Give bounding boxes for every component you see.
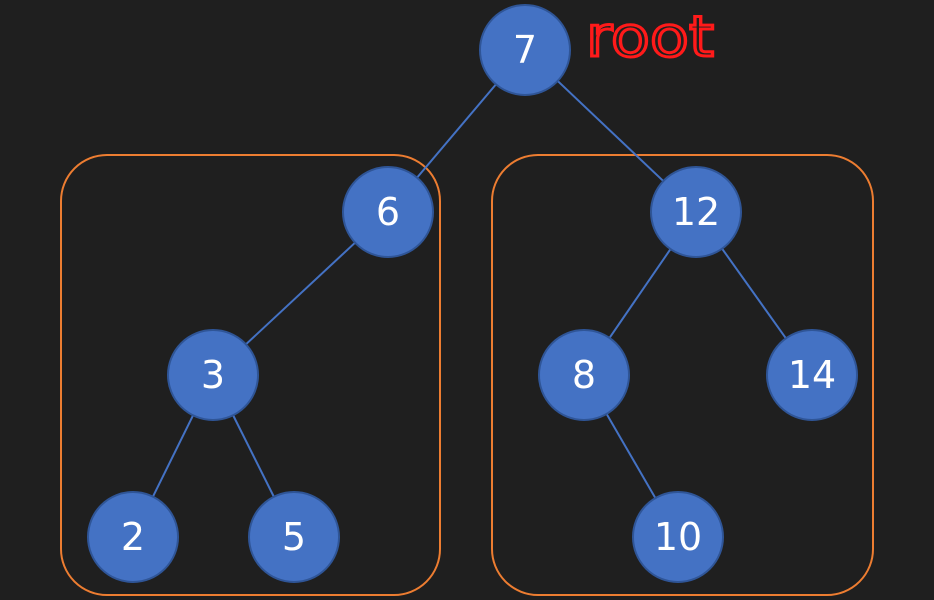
- node-label: 14: [788, 353, 836, 397]
- edge-n3-n5: [232, 414, 275, 498]
- node-circle: [342, 166, 434, 258]
- node-circle: [479, 4, 571, 96]
- tree-node-6: 6: [342, 166, 434, 258]
- node-circle: [248, 491, 340, 583]
- node-circle: [632, 491, 724, 583]
- edge-n8-n10: [605, 413, 657, 499]
- edge-n7-n6: [416, 83, 497, 179]
- edge-n12-n14: [721, 248, 787, 339]
- left-subtree-box: [60, 154, 441, 596]
- node-label: 8: [572, 353, 596, 397]
- right-subtree-box: [491, 154, 874, 596]
- node-label: 10: [654, 515, 702, 559]
- root-annotation: root: [586, 5, 714, 70]
- edges: [152, 80, 787, 499]
- nodes: 7 6 12 3 8 14 2 5 10: [87, 4, 858, 583]
- tree-node-8: 8: [538, 329, 630, 421]
- tree-node-5: 5: [248, 491, 340, 583]
- node-circle: [650, 166, 742, 258]
- node-circle: [766, 329, 858, 421]
- node-label: 5: [282, 515, 306, 559]
- node-circle: [87, 491, 179, 583]
- node-label: 2: [121, 515, 145, 559]
- tree-node-3: 3: [167, 329, 259, 421]
- node-circle: [167, 329, 259, 421]
- edge-n6-n3: [245, 241, 356, 346]
- edge-n7-n12: [556, 80, 665, 182]
- tree-node-14: 14: [766, 329, 858, 421]
- tree-node-12: 12: [650, 166, 742, 258]
- tree-node-10: 10: [632, 491, 724, 583]
- edge-n3-n2: [152, 414, 194, 498]
- node-label: 6: [376, 190, 400, 234]
- node-circle: [538, 329, 630, 421]
- node-label: 7: [513, 28, 537, 72]
- node-label: 3: [201, 353, 225, 397]
- edge-n12-n8: [608, 248, 672, 339]
- tree-node-7: 7: [479, 4, 571, 96]
- tree-node-2: 2: [87, 491, 179, 583]
- node-label: 12: [672, 190, 720, 234]
